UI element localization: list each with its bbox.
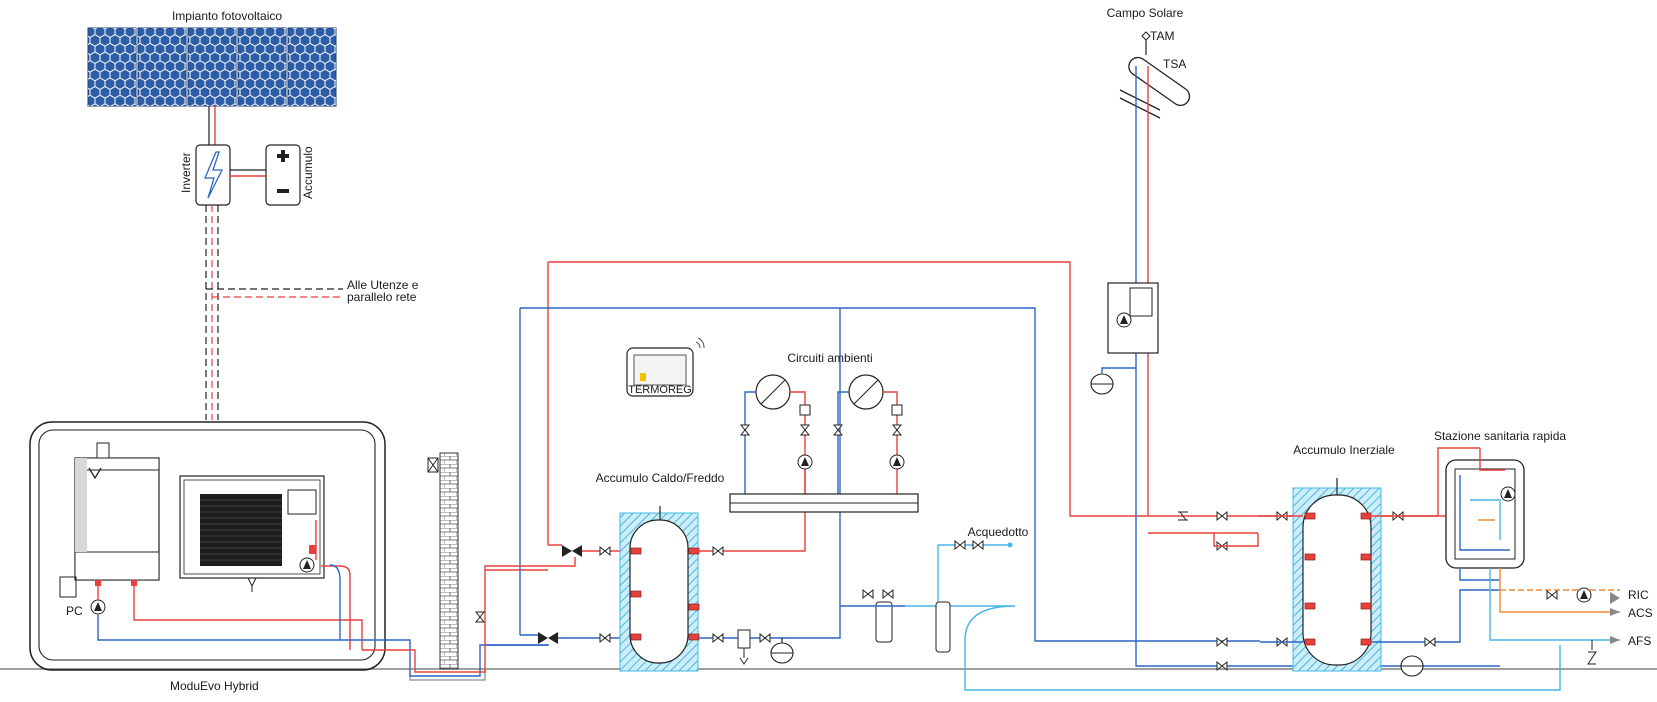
inverter-icon	[195, 144, 231, 206]
dhw-station	[1445, 448, 1525, 569]
filter-icon-2	[875, 601, 951, 653]
tsa-label: TSA	[1163, 57, 1186, 71]
accumulo-inerziale-label: Accumulo Inerziale	[1293, 443, 1395, 457]
solar-collector-icon	[1119, 31, 1191, 119]
svg-text:TERMOREG: TERMOREG	[628, 384, 692, 396]
buffer-tank	[1292, 478, 1382, 672]
moduevo-label: ModuEvo Hybrid	[170, 679, 259, 693]
filter-icon	[737, 629, 751, 665]
solar-panel-icon	[87, 27, 337, 107]
three-way-valve-hot	[562, 545, 582, 557]
campo-solare-label: Campo Solare	[1107, 6, 1184, 20]
solar-station	[1107, 282, 1159, 354]
three-way-valve-cold	[538, 632, 558, 644]
heat-pump-icon	[179, 475, 325, 592]
circuiti-label: Circuiti ambienti	[787, 351, 872, 365]
boiler-icon	[74, 442, 160, 581]
tam-label: TAM	[1150, 29, 1174, 43]
room-circuit-1	[740, 374, 813, 494]
acs-label: ACS	[1628, 606, 1653, 620]
acquedotto-label: Acquedotto	[968, 525, 1029, 539]
thermostat-icon: TERMOREG	[626, 337, 705, 397]
cold-hot-tank	[619, 506, 700, 672]
stazione-label: Stazione sanitaria rapida	[1434, 429, 1566, 443]
room-circuit-2	[833, 374, 905, 494]
inverter-label: Inverter	[179, 152, 193, 193]
utenze-label-2: parallelo rete	[347, 290, 417, 304]
battery-icon	[265, 144, 301, 206]
chimney-icon	[427, 452, 459, 670]
ric-label: RIC	[1628, 588, 1649, 602]
pv-label: Impianto fotovoltaico	[172, 9, 282, 23]
utenze-label-1: Alle Utenze e	[347, 278, 419, 292]
moduevo-unit	[29, 421, 386, 671]
afs-label: AFS	[1628, 634, 1651, 648]
accumulo-cf-label: Accumulo Caldo/Freddo	[596, 471, 725, 485]
accumulo-label: Accumulo	[301, 146, 315, 199]
grid-connection-lines	[205, 205, 343, 420]
pc-label: PC	[66, 604, 83, 618]
